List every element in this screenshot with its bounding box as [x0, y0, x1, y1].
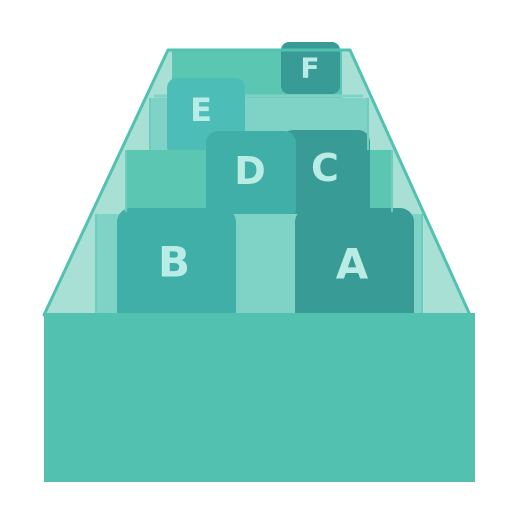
tab-f: F [281, 42, 340, 94]
tab-a-label: A [336, 240, 369, 289]
tab-a: A [295, 208, 414, 333]
tab-c: C [281, 130, 370, 220]
tab-b-body [117, 208, 236, 333]
tab-d: D [206, 131, 296, 221]
tab-a-body [295, 208, 414, 333]
tab-f-label: F [300, 52, 319, 85]
tab-d-label: D [234, 149, 266, 193]
drawer-front [44, 313, 475, 482]
tab-c-body [281, 130, 370, 220]
tab-d-body [206, 131, 296, 221]
tab-e-label: E [190, 91, 212, 129]
tab-b: B [117, 208, 236, 333]
tab-c-label: C [311, 146, 339, 190]
tab-f-body [281, 42, 340, 94]
tab-b-label: B [158, 238, 190, 287]
